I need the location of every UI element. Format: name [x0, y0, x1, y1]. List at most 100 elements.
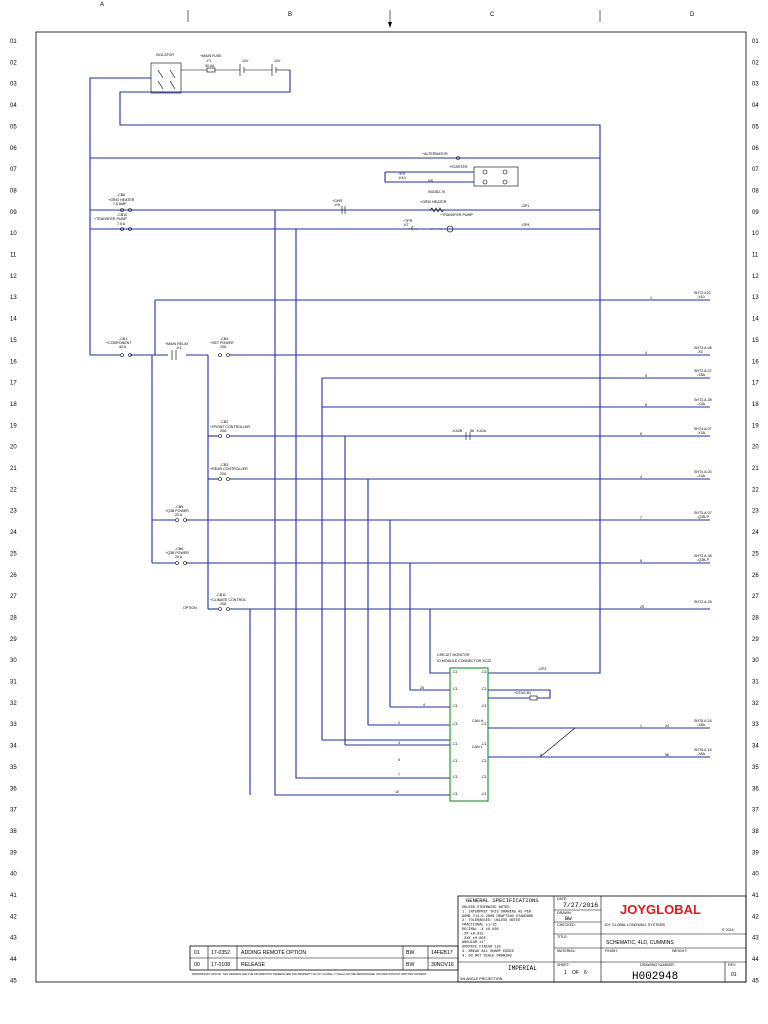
transfer-pump-label: +TRANSFER PUMP [440, 213, 473, 217]
svg-text:+SET POWER: +SET POWER [210, 341, 234, 345]
sheet-reference-sub: -X8A [697, 752, 706, 756]
breaker-symbols [120, 208, 471, 611]
sheet-reference: SHT6.A.16 [694, 719, 712, 723]
row-number-left: 04 [10, 103, 17, 109]
row-number-left: 16 [10, 359, 17, 365]
svg-text:14FEB17: 14FEB17 [431, 950, 453, 956]
sheet-total: 6 [584, 970, 587, 976]
revision-row: 01 17-0352 ADDING REMOTE OPTION BW 14FEB… [194, 950, 453, 956]
cb2-breaker [218, 434, 230, 438]
units: IMPERIAL [508, 965, 537, 972]
sheet-reference: SHT2.A.28 [694, 600, 712, 604]
sheet-reference-sub: -X8A [697, 723, 706, 727]
svg-text:+GRID HEATER: +GRID HEATER [108, 198, 135, 202]
gp3-label: -GP3 [538, 667, 546, 671]
cb6-breaker [175, 561, 187, 565]
column-letter: D [690, 12, 695, 18]
io-module-label: IO MODULE CONNECTOR XC22 [437, 659, 491, 663]
row-number-left: 21 [10, 466, 17, 472]
row-number-left: 01 [10, 39, 17, 45]
row-number-left: 42 [10, 914, 17, 920]
dtag-resistor [529, 695, 538, 701]
svg-text:BW: BW [406, 950, 414, 956]
spec-line: .XXX ±0.005 [462, 937, 486, 941]
svg-text:30.0A: 30.0A [205, 64, 215, 68]
main-relay-contact [171, 350, 177, 360]
row-number-left: 26 [10, 573, 17, 579]
row-number-left: 37 [10, 808, 17, 814]
cb1-label: -CB1 [119, 337, 127, 341]
cb11-label: -CB11 [216, 593, 226, 597]
row-number-left: 34 [10, 744, 17, 750]
company-address: JOY GLOBAL LONGWALL SYSTEMS [604, 923, 666, 927]
row-number-right: 37 [752, 808, 759, 814]
svg-text:-K1: -K1 [176, 346, 182, 350]
can-h-label: CAN H [472, 719, 484, 723]
sheet-reference-sub: -Q3B-P [697, 515, 710, 519]
row-number-right: 05 [752, 124, 759, 130]
row-number-left: 39 [10, 850, 17, 856]
svg-text:SHEET:: SHEET: [557, 963, 570, 967]
svg-text:+FRONT CONTROLLER: +FRONT CONTROLLER [210, 425, 250, 429]
row-number-left: 08 [10, 188, 17, 194]
sheet-number: 1 [564, 970, 567, 976]
svg-text:ADDING REMOTE OPTION: ADDING REMOTE OPTION [241, 950, 306, 956]
sheet-reference: SHT2.A.38 [694, 554, 712, 558]
io-pin-label: -C1 [452, 670, 458, 674]
io-pin-label: -C1 [481, 704, 487, 708]
svg-text:REV:: REV: [728, 963, 736, 967]
row-number-left: 11 [10, 253, 17, 259]
grid-heater-label: +GRID HEATER [420, 200, 447, 204]
spec-line: 2. TOLERANCES: UNLESS NOTED [462, 919, 520, 923]
wire-number: 10 [395, 790, 399, 794]
row-number-left: 13 [10, 295, 17, 301]
alternator-label: +ALTERNATOR [422, 152, 448, 156]
row-number-right: 43 [752, 936, 759, 942]
io-pin-label: -C1 [452, 792, 458, 796]
svg-text:OF: OF [572, 970, 579, 976]
wire-number: 4 [423, 703, 425, 707]
spec-line: 4. DO NOT SCALE DRAWING [462, 954, 512, 958]
spec-line: 1. INTERPRET THIS DRAWING AS PER [462, 910, 532, 914]
revision-block: 01 17-0352 ADDING REMOTE OPTION BW 14FEB… [189, 945, 459, 976]
row-number-left: 31 [10, 680, 17, 686]
row-number-left: 20 [10, 445, 17, 451]
wire-number: 56 [470, 429, 474, 433]
sheet-reference-sub: -X5 [697, 350, 703, 354]
battery-1-label: 12V [242, 59, 249, 63]
io-pin-label: -C1 [452, 775, 458, 779]
row-number-right: 08 [752, 188, 759, 194]
row-number-left: 40 [10, 872, 17, 878]
main-fuse [206, 67, 216, 73]
dtag-label: +DTAG B1 [514, 691, 531, 695]
row-number-left: 30 [10, 658, 17, 664]
isolator-label: ISOLATOR [156, 53, 174, 57]
row-number-left: 09 [10, 210, 17, 216]
row-number-right: 36 [752, 786, 759, 792]
svg-text:30NOV16: 30NOV16 [431, 962, 454, 968]
io-pin-label: -C1 [481, 775, 487, 779]
revision-number: 01 [731, 972, 737, 978]
spec-line: ASME Y14.5-2009 DRAFTING STANDARD [462, 915, 533, 919]
sheet-reference-labels: SHT2.X22-X10SHT2.A.08-X5SHT2.A.27-X8ASHT… [694, 291, 712, 756]
cb3-label: -CB3 [220, 463, 228, 467]
svg-text:20 A: 20 A [175, 513, 183, 517]
wire-number: 56 [665, 753, 669, 757]
svg-text:17-0108: 17-0108 [211, 962, 230, 968]
proprietary-notice: PROPRIETARY NOTICE: THIS DRAWING AND THE… [192, 972, 427, 976]
drawing-date: 7/27/2016 [563, 902, 598, 909]
row-number-right: 14 [752, 317, 759, 323]
wire-number: 3 [398, 741, 400, 745]
row-number-right: 17 [752, 381, 759, 387]
wire-number: 7 [640, 516, 642, 520]
spec-line: SURFACE FINISH 125 [462, 946, 501, 950]
svg-text:RELEASE: RELEASE [241, 962, 265, 968]
row-number-left: 38 [10, 829, 17, 835]
gp1-label: -GP1 [521, 204, 529, 208]
wire-number: 25 [640, 605, 644, 609]
svg-text:-K10: -K10 [398, 176, 406, 180]
cb10-breaker [120, 227, 132, 231]
main-relay-label: +MAIN RELAY [165, 342, 189, 346]
wire-number: 1 [640, 724, 642, 728]
